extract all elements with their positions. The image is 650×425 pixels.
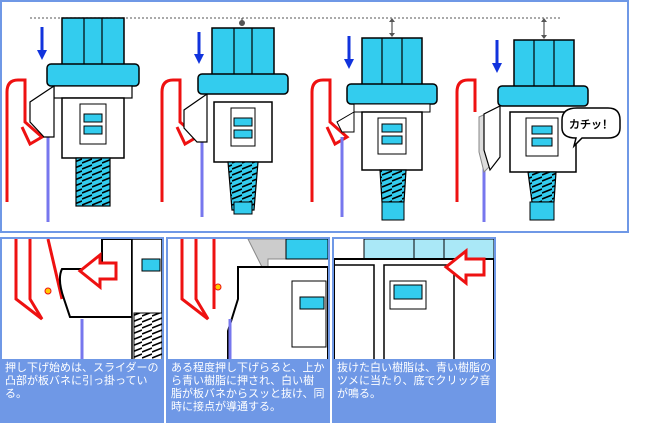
- detail-3-diagram: [334, 239, 494, 363]
- stage-4-switch: カチッ！: [455, 18, 621, 222]
- indicator-arrow: [77, 251, 118, 291]
- stage-1-switch: [5, 17, 140, 222]
- spring: [75, 157, 111, 207]
- overview-panel: カチッ！: [0, 0, 629, 233]
- detail-panel-2: ある程度押し下げらると、上から青い樹脂に押され、白い樹脂が板バネからスッと抜け、…: [166, 237, 330, 423]
- stage-2-switch: [160, 18, 289, 217]
- detail-1-diagram: [14, 239, 162, 363]
- stage-3-switch: [310, 18, 438, 221]
- detail-panel-1: 押し下げ始めは、スライダーの凸部が板バネに引っ掛っている。: [0, 237, 164, 423]
- detail-panel-3: 抜けた白い樹脂は、青い樹脂のツメに当たり、底でクリック音が鳴る。: [332, 237, 496, 423]
- press-arrowhead: [37, 50, 47, 60]
- switch-stages-diagram: カチッ！: [5, 17, 621, 222]
- keycap-stem: [61, 17, 125, 69]
- caption-3: 抜けた白い樹脂は、青い樹脂のツメに当たり、底でクリック音が鳴る。: [334, 359, 494, 421]
- caption-2: ある程度押し下げらると、上から青い樹脂に押され、白い樹脂が板バネからスッと抜け、…: [168, 359, 328, 421]
- caption-1: 押し下げ始めは、スライダーの凸部が板バネに引っ掛っている。: [2, 359, 162, 421]
- click-speech-bubble: [561, 107, 621, 149]
- indicator-arrow: [443, 247, 486, 287]
- click-sound-label: カチッ！: [569, 118, 613, 131]
- detail-2-diagram: [180, 239, 328, 363]
- leaf-spring: [5, 78, 45, 202]
- slider-top: [46, 63, 140, 87]
